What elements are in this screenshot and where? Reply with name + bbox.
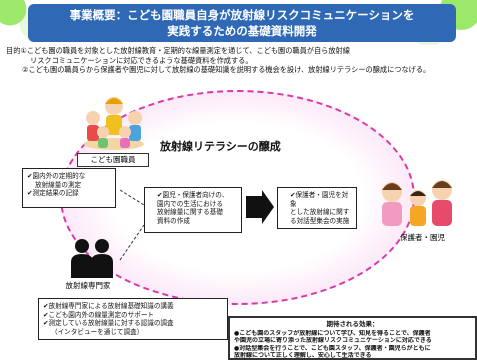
expected-effects-line-1: ●こども園のスタッフが放射線について学び、知見を得ることで、保護者 <box>234 329 431 337</box>
box-right-line-1: ✔保護者・園児を対象 <box>290 191 349 208</box>
box-mid-line-2: 園内での生活における <box>157 199 223 208</box>
box-bottom-line-2: ✔こども園内外の線量測定のサポート <box>43 310 155 319</box>
box-right-line-3: る対話型集会の実施 <box>290 216 350 225</box>
label-staff: こども園職員 <box>77 153 149 167</box>
expected-effects-heading: 期待される効果： <box>326 320 379 328</box>
purpose-text: 目的①こども園の職員を対象とした放射線教育・定期的な線量測定を通じて、こども園の… <box>6 46 476 75</box>
box-right-line-2: とした放射線に関す <box>290 208 350 216</box>
expected-effects-box: 期待される効果： ●こども園のスタッフが放射線について学び、知見を得ることで、保… <box>228 316 477 360</box>
box-left-line-3: ✔測定結果の記録 <box>27 189 79 197</box>
purpose-line-3: ②こども園の職員らから保護者や園児に対して放射線の基礎知識を説明する機会を設け、… <box>22 65 431 74</box>
family-illustration <box>382 180 452 226</box>
box-materials: ✔園児・保護者向けの、 園内での生活における 放射線量に関する基礎 資料の作成 <box>144 187 242 233</box>
box-left-line-1: ✔園内外の定期的な <box>27 172 86 180</box>
box-staff-activities: ✔園内外の定期的な 放射線量の測定 ✔測定結果の記録 <box>22 168 116 208</box>
box-dialogue: ✔保護者・園児を対象 とした放射線に関す る対話型集会の実施 <box>277 187 357 229</box>
title-banner: 事業概要：こども園職員自身が放射線リスクコミュニケーションを 実践するための基礎… <box>28 4 456 42</box>
box-expert-support: ✔放射線専門家による放射線基礎知識の講義 ✔こども園内外の線量測定のサポート ✔… <box>38 298 228 340</box>
box-bottom-line-4: （インタビューを通じて調査） <box>51 327 144 336</box>
box-left-line-2: 放射線量の測定 <box>35 180 82 189</box>
title-line-2: 実践するための基礎資料開発 <box>167 24 317 38</box>
box-bottom-line-1: ✔放射線専門家による放射線基礎知識の講義 <box>43 302 174 310</box>
staff-illustration <box>84 97 144 150</box>
expected-effects-line-3: ●対話型集会を行うことで、こども園スタッフ、保護者・園児らがともに <box>234 344 431 352</box>
center-title: 放射線リテラシーの醸成 <box>160 140 281 153</box>
purpose-line-2: リスクコミュニケーションに対応できるような基礎資料を作成する。 <box>30 55 253 65</box>
expert-icon <box>71 239 113 278</box>
box-mid-line-3: 放射線量に関する基礎 <box>157 208 223 216</box>
purpose-line-1: 目的①こども園の職員を対象とした放射線教育・定期的な線量測定を通じて、こども園の… <box>6 46 350 55</box>
box-mid-line-1: ✔園児・保護者向けの、 <box>157 191 229 199</box>
box-mid-line-4: 資料の作成 <box>157 216 190 225</box>
label-expert: 放射線専門家 <box>65 281 111 290</box>
box-bottom-line-3: ✔測定している放射線量に対する認識の調査 <box>43 319 174 327</box>
title-line-1: 事業概要：こども園職員自身が放射線リスクコミュニケーションを <box>69 8 415 22</box>
label-family: 保護者・園児 <box>400 233 445 242</box>
expected-effects-line-4: 放射線について正しく理解し、安心して生活できる <box>234 352 372 359</box>
expected-effects-line-2: や園児の立場に寄り添った放射線リスクコミュニケーションに対応できる <box>234 337 432 344</box>
